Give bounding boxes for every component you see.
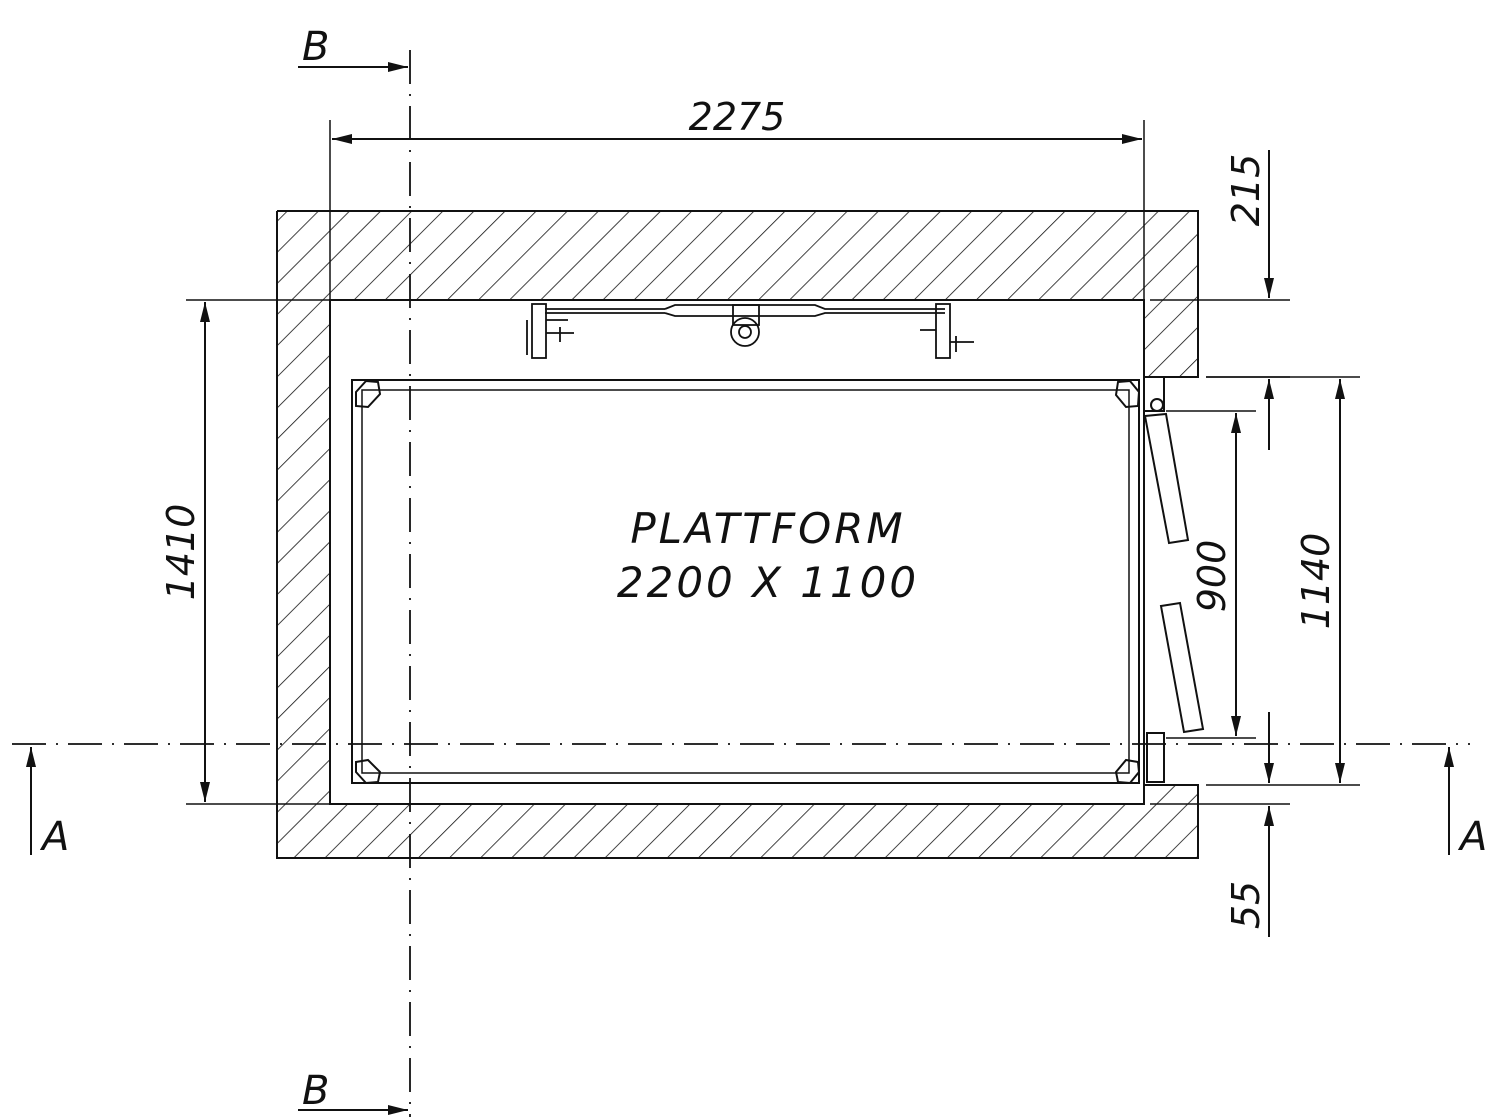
platform-label-size: 2200 X 1100 — [617, 558, 919, 607]
platform-corner-br — [1114, 758, 1141, 785]
section-marker-a-right: A — [1444, 747, 1487, 860]
dimension-shaft-depth: 1410 — [159, 299, 330, 805]
drive-assembly — [526, 303, 974, 359]
svg-text:215: 215 — [1224, 154, 1268, 227]
platform-corner-tr — [1114, 379, 1141, 409]
svg-text:A: A — [39, 814, 69, 860]
dimension-wall-top: 215 — [1150, 150, 1290, 450]
shaft-wall-hatching — [277, 211, 1198, 858]
center-lines — [12, 50, 1470, 1117]
svg-text:A: A — [1457, 814, 1487, 860]
svg-text:55: 55 — [1224, 881, 1268, 929]
drive-pulley — [730, 317, 760, 347]
dimension-door-opening: 900 — [1166, 410, 1256, 739]
svg-text:B: B — [302, 24, 329, 70]
dimension-width: 2275 — [329, 95, 1145, 300]
platform-corner-bl — [355, 758, 382, 785]
section-marker-b-top: B — [298, 24, 408, 72]
door-leaf-upper — [1143, 412, 1190, 545]
section-marker-a-left: A — [26, 747, 69, 860]
door-leaf-lower — [1159, 601, 1205, 734]
shaft-door — [1143, 376, 1205, 783]
dimension-wall-bottom: 55 — [1150, 712, 1290, 937]
svg-text:2275: 2275 — [689, 95, 786, 139]
svg-text:1140: 1140 — [1294, 533, 1338, 630]
svg-text:1410: 1410 — [159, 504, 203, 601]
dimension-door-frame: 1140 — [1206, 376, 1360, 786]
svg-text:900: 900 — [1190, 540, 1234, 613]
shaft-wall-outlines — [276, 210, 1199, 859]
platform-label-name: PLATTFORM — [630, 504, 905, 553]
platform — [351, 379, 1141, 785]
platform-corner-tl — [355, 379, 382, 409]
svg-text:B: B — [302, 1068, 329, 1114]
section-marker-b-bottom: B — [298, 1068, 408, 1115]
